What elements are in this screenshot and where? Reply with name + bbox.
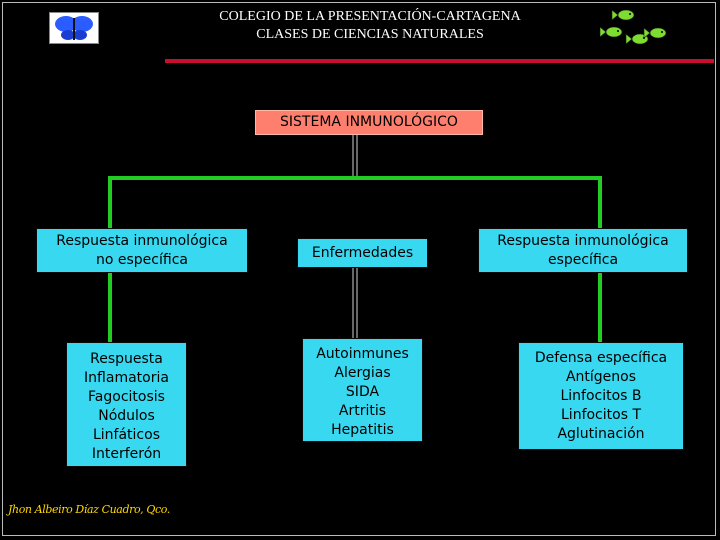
detail-item: Interferón	[91, 446, 162, 462]
detail-item: Linfocitos B	[560, 388, 642, 404]
detail-item: Fagocitosis	[88, 389, 165, 405]
detail-item: Defensa específica	[534, 350, 668, 366]
branch-connectors	[108, 273, 602, 342]
root-node: SISTEMA INMUNOLÓGICO	[255, 110, 483, 135]
branch-node-specific: Respuesta inmunológica específica	[478, 228, 688, 273]
detail-item: Alergias	[334, 365, 391, 381]
branch-node-nonspecific: Respuesta inmunológica no específica	[36, 228, 248, 273]
detail-node-diseases: Autoinmunes Alergias SIDA Artritis Hepat…	[302, 338, 423, 442]
detail-node-specific: Defensa específica Antígenos Linfocitos …	[518, 342, 684, 450]
node-line: específica	[547, 252, 619, 268]
detail-node-nonspecific: Respuesta Inflamatoria Fagocitosis Nódul…	[66, 342, 187, 467]
fish-icon	[600, 9, 667, 45]
detail-item: Autoinmunes	[316, 346, 409, 362]
detail-item: Linfocitos T	[561, 407, 641, 423]
class-title: CLASES DE CIENCIAS NATURALES	[256, 27, 484, 42]
detail-item: SIDA	[345, 384, 380, 400]
detail-item: Respuesta	[90, 351, 163, 367]
school-logo	[49, 12, 99, 44]
node-line: Respuesta inmunológica	[56, 233, 228, 249]
node-line: Respuesta inmunológica	[497, 233, 669, 249]
butterfly-icon	[55, 16, 93, 40]
node-line: no específica	[96, 252, 188, 268]
detail-item: Hepatitis	[331, 422, 394, 438]
school-title: COLEGIO DE LA PRESENTACIÓN-CARTAGENA	[219, 9, 521, 24]
author-credit: Jhon Albeiro Díaz Cuadro, Qco.	[8, 503, 170, 516]
detail-item: Artritis	[338, 403, 387, 419]
detail-item: Inflamatoria	[84, 370, 169, 386]
tree-connector	[108, 176, 602, 228]
branch-node-diseases: Enfermedades	[297, 238, 428, 268]
detail-item: Nódulos	[98, 408, 155, 424]
detail-item: Aglutinación	[557, 426, 645, 442]
node-line: Enfermedades	[311, 245, 414, 261]
detail-item: Antígenos	[565, 369, 637, 385]
detail-item: Linfáticos	[92, 427, 160, 443]
header-divider	[165, 59, 714, 63]
thin-connectors	[352, 135, 358, 338]
